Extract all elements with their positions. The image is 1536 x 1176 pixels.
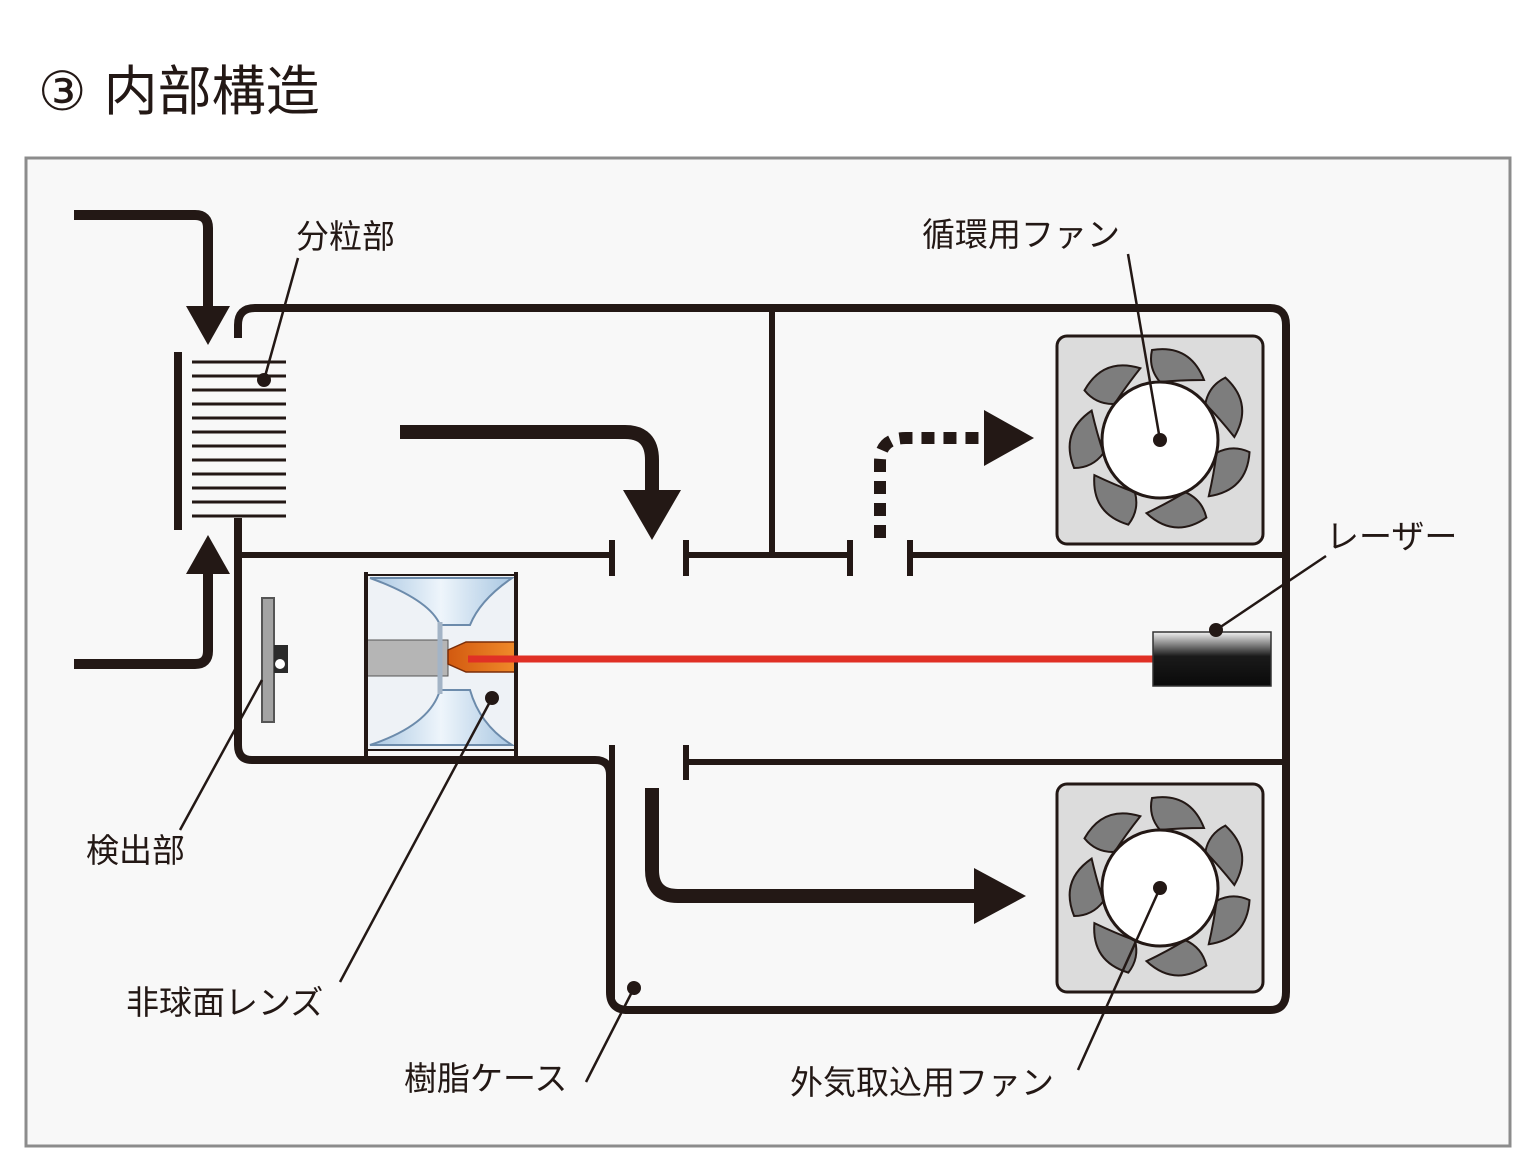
laser-label: レーザー	[1326, 517, 1457, 556]
detector	[261, 597, 288, 723]
classifier-label: 分粒部	[296, 217, 395, 256]
leader-lines	[178, 253, 1327, 1083]
circulation-flow-arrow	[874, 410, 1034, 538]
inner-flow-arrow	[400, 425, 681, 540]
page-title: ③ 内部構造	[38, 60, 320, 123]
classifier	[174, 352, 286, 530]
resin-case-outline	[234, 304, 1290, 1014]
internal-walls	[242, 308, 1286, 1000]
detector-label: 検出部	[86, 831, 185, 870]
resin-case-label: 樹脂ケース	[404, 1059, 567, 1098]
aspheric-lens-label: 非球面レンズ	[126, 983, 323, 1022]
outlet-flow-arrow	[645, 788, 1026, 924]
intake-fan-label: 外気取込用ファン	[790, 1063, 1054, 1102]
inlet-arrow-top	[74, 210, 230, 345]
aspheric-lens	[364, 572, 518, 758]
laser-unit	[1152, 623, 1272, 687]
circulation-fan-label: 循環用ファン	[922, 215, 1120, 254]
inlet-arrow-bottom	[74, 535, 230, 669]
